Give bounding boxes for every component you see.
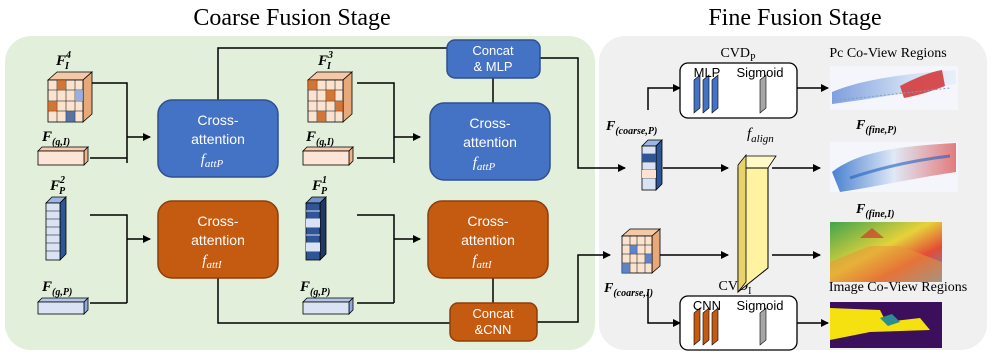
svg-text:fattI: fattI <box>202 253 223 271</box>
label-f-align: falign <box>747 126 774 145</box>
label-pc-co-view: Pc Co-View Regions <box>829 46 946 61</box>
global-point-feature-bar-2 <box>302 297 354 315</box>
label-f-coarse-i: F(coarse,I) <box>603 281 653 299</box>
svg-text:attention: attention <box>461 232 515 248</box>
label-f-coarse-p: F(coarse,P) <box>605 119 657 137</box>
svg-text:Cross-: Cross- <box>197 112 239 128</box>
cvd-p-box: MLP Sigmoid <box>679 62 798 119</box>
cross-attention-i-1: Cross- attention fattI <box>157 200 279 279</box>
coarse-point-feature <box>641 139 663 191</box>
sigmoid-top-label: Sigmoid <box>737 65 784 80</box>
coarse-stage-title: Coarse Fusion Stage <box>193 5 390 31</box>
connectors <box>90 47 829 327</box>
pc-co-view-thumbnail <box>830 66 958 110</box>
svg-text:Cross-: Cross- <box>197 213 239 229</box>
global-image-feature-bar-2 <box>302 146 354 166</box>
svg-text:Cross-: Cross- <box>467 213 509 229</box>
coarse-image-feature <box>620 228 662 274</box>
mlp-label: MLP <box>694 65 721 80</box>
f-align-block <box>737 153 777 294</box>
svg-text:attention: attention <box>191 232 245 248</box>
image-feature-cube-2 <box>306 71 354 123</box>
point-feature-column-2 <box>305 196 327 261</box>
sigmoid-bottom-label: Sigmoid <box>737 298 784 313</box>
cnn-label: CNN <box>693 298 721 313</box>
f-fine-i-thumbnail <box>830 222 942 282</box>
svg-text:Concat: Concat <box>472 43 514 58</box>
label-f-fine-p: F(fine,P) <box>855 118 897 136</box>
svg-text:&CNN: &CNN <box>475 322 512 337</box>
cross-attention-p-2: Cross- attention fattP <box>429 102 551 181</box>
global-point-feature-bar-1 <box>37 297 89 315</box>
label-image-co-view: Image Co-View Regions <box>829 280 967 295</box>
svg-text:fattP: fattP <box>473 155 496 173</box>
label-f-gi-1: F(g,I) <box>41 129 70 148</box>
concat-mlp-block: Concat & MLP <box>446 39 541 79</box>
svg-text:fattI: fattI <box>472 253 493 271</box>
svg-text:Cross-: Cross- <box>469 115 511 131</box>
concat-cnn-block: Concat &CNN <box>449 302 538 342</box>
label-f-gp-2: F(g,P) <box>299 279 330 298</box>
label-f-fine-i: F(fine,I) <box>855 202 895 220</box>
svg-text:& MLP: & MLP <box>473 59 512 74</box>
cvd-p-label: CVDP <box>720 46 756 64</box>
cross-attention-p-1: Cross- attention fattP <box>157 99 279 178</box>
image-co-view-thumbnail <box>830 302 942 348</box>
image-feature-cube-1 <box>46 71 94 123</box>
cross-attention-i-2: Cross- attention fattI <box>427 200 549 279</box>
cvd-i-box: CNN Sigmoid <box>679 295 798 351</box>
svg-text:attention: attention <box>463 134 517 150</box>
global-image-feature-bar-1 <box>37 146 89 166</box>
point-feature-column-1 <box>45 196 67 261</box>
fine-stage-title: Fine Fusion Stage <box>708 5 881 31</box>
svg-text:attention: attention <box>191 131 245 147</box>
svg-text:fattP: fattP <box>201 152 224 170</box>
f-fine-p-thumbnail <box>830 142 958 192</box>
label-f-gp-1: F(g,P) <box>41 279 72 298</box>
svg-text:Concat: Concat <box>472 306 514 321</box>
label-f-gi-2: F(g,I) <box>305 129 334 148</box>
